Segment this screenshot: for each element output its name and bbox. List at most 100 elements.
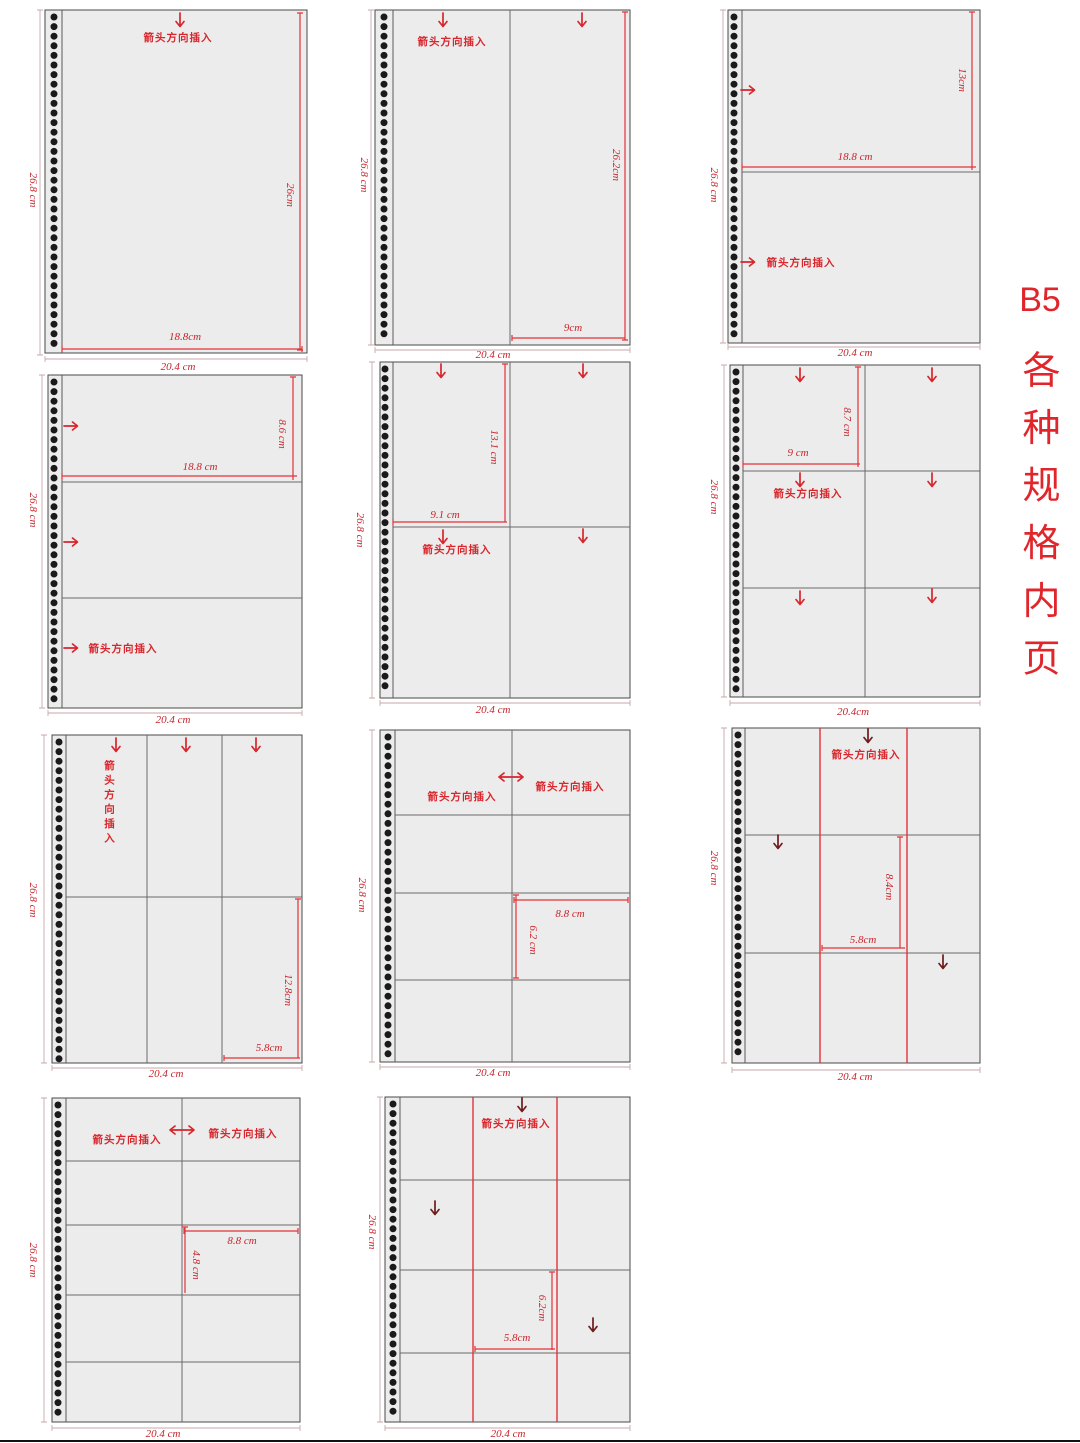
page-sheet (51, 1097, 301, 1423)
dimension-line-horizontal (223, 1055, 300, 1061)
page-height-label: 26.8 cm (358, 158, 370, 193)
pocket-width-label: 5.8cm (850, 934, 877, 946)
outer-height-line (721, 364, 727, 698)
outer-width-line (51, 1425, 301, 1431)
pocket-width-label: 18.8 cm (838, 151, 873, 163)
outer-height-line (41, 1097, 47, 1423)
insert-direction-label: 箭头方向插入 (418, 35, 487, 48)
page-width-label: 20.4 cm (838, 1071, 873, 1083)
page-width-label: 20.4 cm (491, 1428, 526, 1440)
pocket-width-label: 9.1 cm (430, 509, 459, 521)
insert-page-9-pocket: 箭头方向插入 8.4cm 5.8cm 26.8 cm 20.4 cm (708, 727, 981, 1083)
pocket-height-label: 26cm (284, 183, 296, 207)
insert-direction-label: 箭头方向插入 (536, 780, 605, 793)
pocket-width-label: 8.8 cm (555, 908, 584, 920)
dimension-line-horizontal (742, 461, 860, 467)
outer-height-line (39, 374, 45, 709)
insert-page-5-pocket: 箭头方向插入 13.1 cm 9.1 cm 26.8 cm 20.4 cm (354, 361, 631, 716)
pocket-height-label: 13cm (956, 68, 968, 92)
page-width-label: 20.4 cm (146, 1428, 181, 1440)
outer-width-line (47, 710, 303, 716)
dimension-line-vertical (295, 898, 301, 1058)
page-height-label: 26.8 cm (354, 513, 366, 548)
dimension-line-horizontal (741, 164, 976, 170)
pocket-height-label: 8.4cm (883, 874, 895, 901)
page-width-label: 20.4cm (837, 706, 869, 718)
pocket-width-label: 9 cm (787, 447, 808, 459)
dimension-line-vertical (969, 11, 975, 170)
dimension-line-vertical (622, 11, 628, 341)
page-sheet (731, 727, 981, 1064)
insert-page-10-pocket: 箭头方向插入 箭头方向插入 4.8 cm 8.8 cm 26.8 cm 20.4… (27, 1097, 301, 1440)
outer-height-line (720, 9, 726, 344)
pocket-height-label: 12.8cm (282, 974, 294, 1006)
dimension-line-horizontal (821, 945, 905, 951)
page-height-label: 26.8 cm (27, 173, 39, 208)
insert-page-4-pocket: 箭头方向插入 8.6 cm 18.8 cm 26.8 cm 20.4 cm (27, 374, 303, 726)
dimension-line-horizontal (513, 897, 629, 903)
dimension-line-horizontal (61, 346, 303, 352)
page-sheet (729, 364, 981, 698)
pocket-height-label: 6.2 cm (527, 925, 539, 954)
dimension-line-horizontal (61, 473, 297, 479)
insert-direction-label: 箭头方向插入 (774, 487, 843, 500)
page-height-label: 26.8 cm (366, 1215, 378, 1250)
insert-direction-label: 箭头方向插入 (93, 1133, 162, 1146)
outer-height-line (41, 734, 47, 1064)
dimension-line-vertical (549, 1271, 555, 1350)
dimension-line-vertical (502, 363, 508, 522)
pocket-height-label: 8.7 cm (841, 407, 853, 436)
outer-width-line (44, 356, 308, 362)
insert-direction-label: 箭头方向插入 (423, 543, 492, 556)
dimension-line-horizontal (511, 335, 625, 341)
page-sheet (727, 9, 981, 344)
page-width-label: 20.4 cm (476, 349, 511, 361)
dimension-line-horizontal (183, 1228, 299, 1234)
insert-direction-label: 箭头方向插入 (89, 642, 158, 655)
insert-page-8-pocket: 箭头方向插入 箭头方向插入 6.2 cm 8.8 cm 26.8 cm 20.4… (356, 729, 631, 1079)
outer-height-line (37, 9, 43, 356)
dimension-line-horizontal (474, 1346, 555, 1352)
outer-height-line (377, 1096, 383, 1423)
pocket-height-label: 8.6 cm (276, 419, 288, 448)
outer-width-line (379, 1064, 631, 1070)
insert-page-2-pocket: 箭头方向插入 26.2cm 9cm 26.8 cm 20.4 cm (358, 9, 631, 361)
page-sheet (44, 9, 308, 354)
pocket-width-label: 5.8cm (256, 1042, 283, 1054)
page-height-label: 26.8 cm (356, 878, 368, 913)
insert-direction-label: 箭头方向插入 (767, 256, 836, 269)
insert-direction-label: 箭头方向插入 (428, 790, 497, 803)
outer-height-line (721, 727, 727, 1064)
page-sheet (379, 729, 631, 1063)
insert-page-11-pocket: 箭头方向插入 6.2cm 5.8cm 26.8 cm 20.4 cm (366, 1096, 631, 1440)
outer-width-line (379, 700, 631, 706)
page-width-label: 20.4 cm (838, 347, 873, 359)
page-sheet (384, 1096, 631, 1423)
outer-height-line (368, 9, 374, 346)
dimension-line-vertical (513, 894, 519, 979)
dimension-line-vertical (290, 376, 296, 480)
outer-width-line (384, 1425, 631, 1431)
pocket-width-label: 5.8cm (504, 1332, 531, 1344)
page-width-label: 20.4 cm (476, 704, 511, 716)
page-width-label: 20.4 cm (149, 1068, 184, 1080)
pocket-width-label: 9cm (564, 322, 582, 334)
outer-width-line (374, 347, 631, 353)
insert-direction-label-vertical: 箭头方向插入 (103, 760, 115, 847)
page-width-label: 20.4 cm (476, 1067, 511, 1079)
size-subtitle: 各种规格内页 (1016, 350, 1060, 696)
outer-width-line (731, 1067, 981, 1073)
pocket-width-label: 18.8cm (169, 331, 201, 343)
page-sheet (51, 734, 303, 1064)
page-height-label: 26.8 cm (27, 883, 39, 918)
page-height-label: 26.8 cm (708, 168, 720, 203)
insert-page-3-pocket: 箭头方向插入 13cm 18.8 cm 26.8 cm 20.4 cm (708, 9, 981, 359)
insert-direction-label: 箭头方向插入 (482, 1117, 551, 1130)
page-height-label: 26.8 cm (27, 1243, 39, 1278)
insert-direction-label: 箭头方向插入 (832, 748, 901, 761)
page-width-label: 20.4 cm (156, 714, 191, 726)
outer-height-line (369, 729, 375, 1063)
pocket-width-label: 18.8 cm (183, 461, 218, 473)
